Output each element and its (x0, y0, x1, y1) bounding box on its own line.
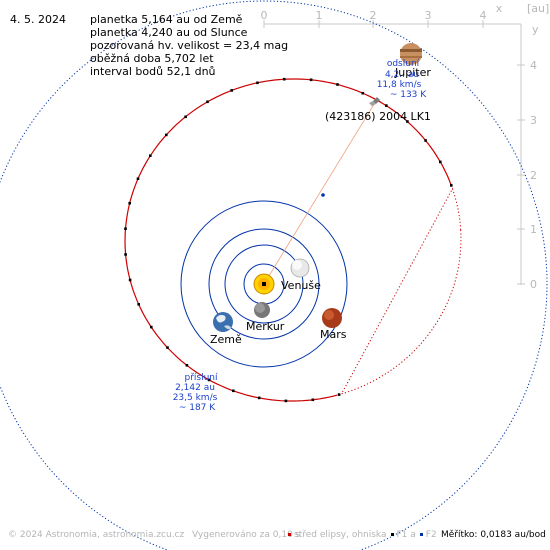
orbit-point-marker (185, 364, 189, 367)
orbit-point-marker (230, 89, 233, 92)
perihelion-info: přísluní 2,142 au 23,5 km/s ~ 187 K (173, 373, 218, 413)
unit-label: [au] (527, 2, 549, 15)
mercury-label: Merkur (246, 320, 285, 333)
info-line: planetka 5,164 au od Země (90, 13, 243, 26)
asteroid-orbit-solid (124, 78, 452, 402)
orbit-point-marker (149, 154, 152, 157)
legend-f1: F1 a (396, 530, 416, 540)
info-line: planetka 4,240 au od Slunce (90, 26, 248, 39)
info-line: interval bodů 52,1 dnů (90, 65, 216, 78)
perihelion-line: 23,5 km/s (173, 393, 218, 403)
aphelion-info: odsluní 4,2.. au 11,8 km/s ~ 133 K (377, 59, 428, 100)
orbit-point-marker (124, 253, 127, 256)
orbit-point-marker (337, 393, 341, 396)
x-axis-label: x (496, 2, 503, 15)
orbit-point-marker (184, 115, 187, 119)
orbit-point-marker (450, 184, 453, 187)
legend: střed elipsy, ohniska F1 a F2 (284, 530, 437, 540)
perihelion-line: přísluní (184, 373, 218, 383)
y-tick-label: 3 (530, 114, 537, 127)
orbit-point-marker (256, 81, 259, 85)
orbit-point-marker (282, 77, 286, 81)
scale-label: Měřítko: 0,0183 au/bod (441, 530, 546, 540)
aphelion-line: 4,2.. au (385, 70, 419, 80)
x-tick-label: 2 (370, 9, 377, 22)
earth-icon[interactable] (213, 312, 233, 332)
orbit-point-marker (124, 227, 127, 230)
venus-label: Venuše (281, 279, 321, 292)
x-tick-label: 0 (261, 9, 268, 22)
legend-f2: F2 (425, 530, 437, 540)
asteroid-info: planetka 5,164 au od Země planetka 4,240… (90, 13, 288, 78)
y-tick-label: 0 (530, 278, 537, 291)
mars-label: Mars (320, 328, 347, 341)
y-tick-label: 4 (530, 59, 537, 72)
asteroid-label: (423186) 2004 LK1 (325, 110, 431, 123)
jupiter-icon[interactable] (400, 43, 422, 65)
ellipse-center-dot (288, 532, 291, 536)
orbit-point-marker (206, 100, 209, 104)
orbit-point-marker (128, 278, 132, 282)
mercury-icon[interactable] (254, 302, 270, 318)
f1-dot (390, 532, 394, 536)
observation-date: 4. 5. 2024 (10, 13, 66, 26)
info-line: pozorovaná hv. velikost = 23,4 mag (90, 39, 289, 52)
axis-ticks: 0 1 2 3 4 x 4 3 2 1 0 y [au] (261, 2, 550, 291)
orbit-point-marker (165, 133, 168, 137)
perihelion-line: ~ 187 K (179, 403, 216, 413)
orbit-point-marker (439, 160, 442, 164)
x-tick-label: 1 (316, 9, 323, 22)
orbit-point-marker (424, 139, 427, 142)
venus-icon[interactable] (290, 258, 310, 278)
orbit-point-marker (385, 104, 388, 107)
orbit-point-marker (336, 83, 339, 86)
ellipse-focus-marker (321, 193, 325, 197)
x-tick-label: 3 (425, 9, 432, 22)
orbit-point-marker (136, 177, 140, 180)
orbit-point-marker (166, 346, 169, 349)
jupiter-label: Jupiter (394, 66, 431, 79)
venus-orbit (224, 244, 304, 324)
orbit-point-marker (361, 91, 365, 95)
aphelion-line: ~ 133 K (390, 90, 427, 100)
info-line: oběžná doba 5,702 let (90, 52, 214, 65)
orbit-point-marker (406, 120, 409, 123)
earth-label: Země (210, 333, 242, 346)
orbit-point-marker (309, 78, 313, 82)
generated-time: Vygenerováno za 0,10 s (192, 530, 301, 540)
asteroid-marker (369, 97, 380, 106)
aphelion-line: 11,8 km/s (377, 80, 422, 90)
mars-icon[interactable] (322, 308, 342, 328)
orbit-point-marker (311, 398, 315, 402)
orbit-point-marker (128, 201, 131, 205)
orbit-point-marker (207, 378, 211, 382)
aphelion-line: odsluní (387, 59, 420, 69)
orbit-point-marker (284, 399, 288, 403)
x-tick-label: 4 (480, 9, 487, 22)
sun-icon[interactable] (253, 273, 275, 295)
legend-ellipse-center: střed elipsy, ohniska (294, 530, 387, 540)
orbit-point-marker (257, 396, 261, 400)
f2-dot (419, 532, 423, 536)
axis-frame (263, 20, 525, 285)
asteroid-orbit-dotted (340, 187, 462, 395)
y-axis-label: y (532, 23, 539, 36)
earth-orbit (208, 228, 320, 340)
copyright[interactable]: © 2024 Astronomia, astronomia.zcu.cz (8, 530, 185, 540)
y-tick-label: 2 (530, 169, 537, 182)
y-tick-label: 1 (530, 223, 537, 236)
mars-orbit (180, 200, 348, 368)
perihelion-line: 2,142 au (175, 383, 215, 393)
sun-asteroid-line (263, 100, 377, 285)
asteroid-orbit (124, 77, 462, 403)
orbit-point-marker (137, 303, 140, 306)
orbit-point-marker (150, 325, 153, 329)
orbit-point-marker (232, 389, 235, 393)
